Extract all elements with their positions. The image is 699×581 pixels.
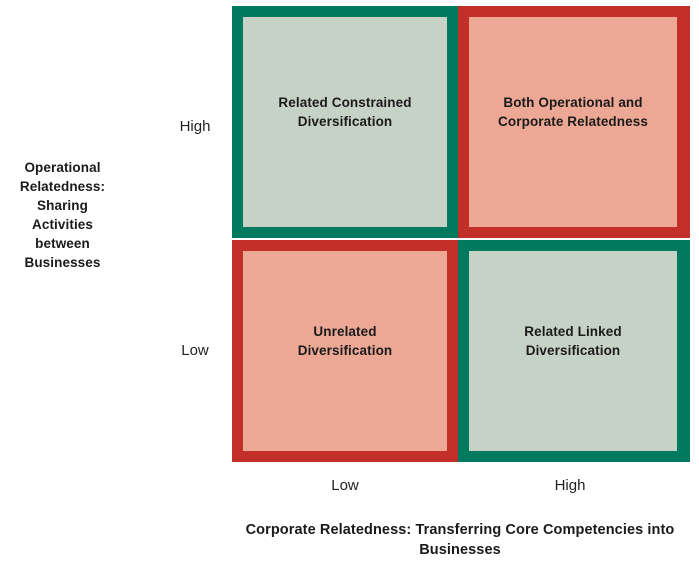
x-axis-title: Corporate Relatedness: Transferring Core… <box>245 522 675 558</box>
matrix-cell-label: Both Operational and Corporate Relatedne… <box>498 95 648 129</box>
y-axis-tick-low: Low <box>181 342 209 359</box>
matrix-cell-fill: Related Linked Diversification <box>469 251 677 451</box>
matrix-cell-label: Related Linked Diversification <box>524 324 622 358</box>
matrix-grid: Related Constrained Diversification Both… <box>232 6 690 462</box>
matrix-cell-label: Unrelated Diversification <box>297 324 393 358</box>
y-axis-title: Operational Relatedness: Sharing Activit… <box>19 160 106 270</box>
matrix-cell-both-operational-and-corporate-relatedness: Both Operational and Corporate Relatedne… <box>458 6 690 238</box>
matrix-cell-fill: Both Operational and Corporate Relatedne… <box>469 17 677 227</box>
matrix-cell-label: Related Constrained Diversification <box>278 95 412 129</box>
x-axis-tick-high: High <box>554 477 586 494</box>
matrix-cell-unrelated-diversification: Unrelated Diversification <box>232 240 458 462</box>
matrix-cell-fill: Related Constrained Diversification <box>243 17 447 227</box>
matrix-cell-fill: Unrelated Diversification <box>243 251 447 451</box>
matrix-cell-related-linked-diversification: Related Linked Diversification <box>458 240 690 462</box>
y-axis-tick-high: High <box>179 118 211 135</box>
x-axis-tick-low: Low <box>331 477 359 494</box>
matrix-cell-related-constrained-diversification: Related Constrained Diversification <box>232 6 458 238</box>
